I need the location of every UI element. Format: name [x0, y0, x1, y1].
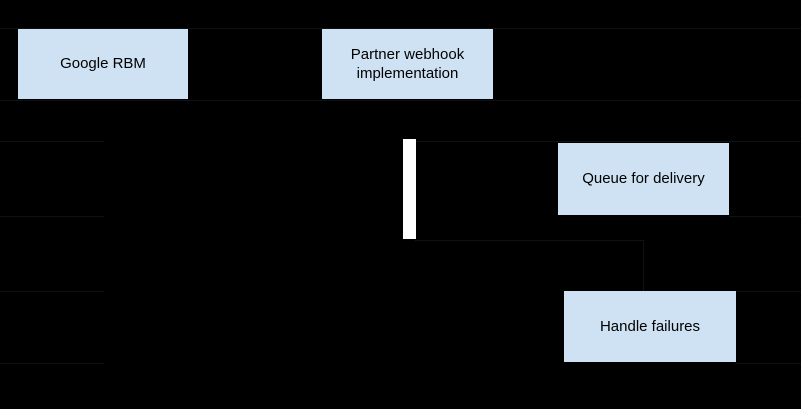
connector-failures-bottom-right-stub	[735, 363, 801, 364]
connector-arrow-to-failures	[415, 240, 643, 241]
node-handle-failures-label: Handle failures	[599, 317, 701, 335]
connector-failures-top-right-stub	[735, 291, 801, 292]
node-partner-webhook: Partner webhook implementation	[322, 29, 493, 99]
connector-failures-top-left-stub	[0, 291, 104, 292]
connector-arrow-to-failures-drop	[643, 240, 644, 291]
node-handle-failures: Handle failures	[564, 291, 736, 362]
connector-queue-bottom-left-stub	[0, 216, 104, 217]
node-queue-delivery: Queue for delivery	[558, 143, 729, 215]
activation-bar	[403, 139, 416, 239]
connector-queue-bottom-right-stub	[729, 216, 801, 217]
node-partner-webhook-label: Partner webhook implementation	[350, 45, 465, 83]
node-google-rbm-label: Google RBM	[60, 55, 146, 73]
connector-arrow-to-queue	[415, 141, 801, 142]
connector-top-row-line	[0, 28, 801, 29]
connector-header-bottom-line	[0, 100, 801, 101]
connector-failures-bottom-left-stub	[0, 363, 104, 364]
node-queue-delivery-label: Queue for delivery	[582, 170, 705, 188]
node-google-rbm: Google RBM	[18, 29, 188, 99]
connector-msg1-left-stub	[0, 141, 104, 142]
